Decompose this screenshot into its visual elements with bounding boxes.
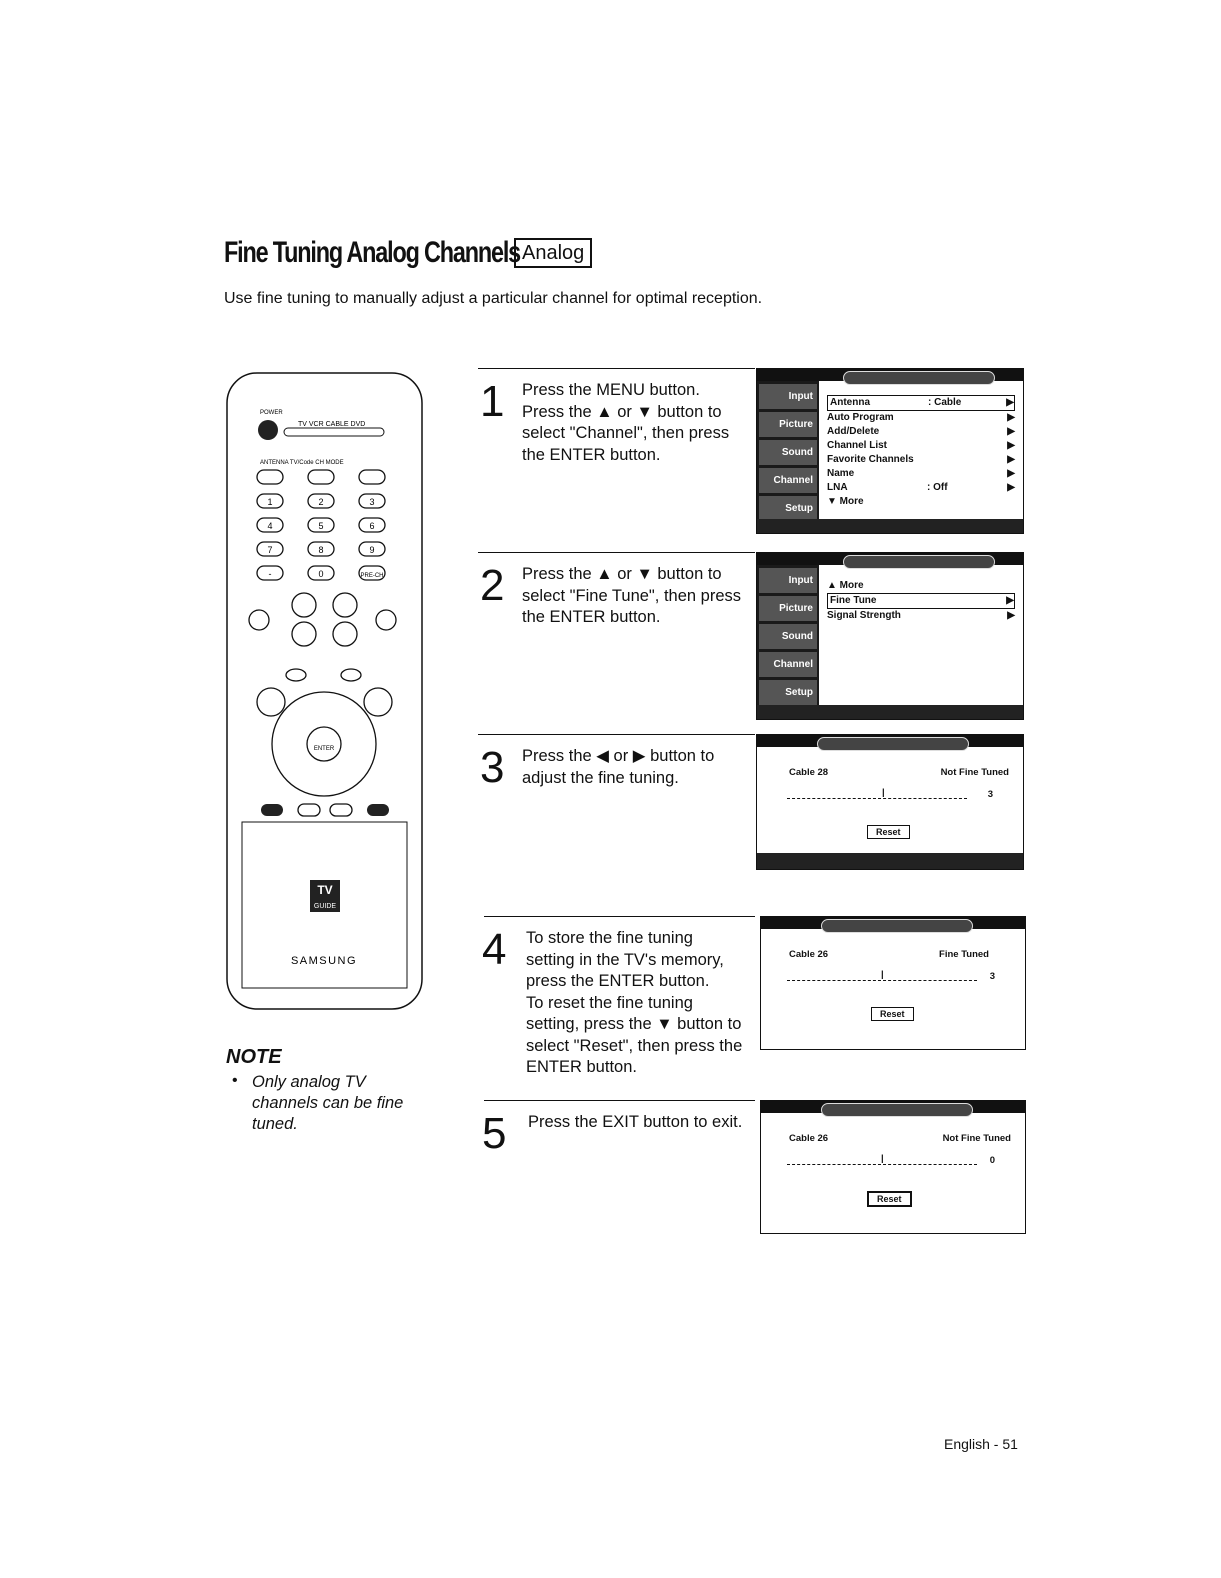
svg-text:3: 3 (369, 497, 374, 507)
step-number: 5 (482, 1109, 507, 1158)
svg-text:5: 5 (318, 521, 323, 531)
step-number: 3 (480, 743, 505, 792)
step-number: 2 (480, 561, 505, 610)
svg-text:0: 0 (318, 569, 323, 579)
step-number: 1 (480, 377, 505, 426)
step-divider (478, 734, 755, 735)
svg-text:PRE-CH: PRE-CH (360, 573, 383, 579)
step-text: Press the MENU button. Press the ▲ or ▼ … (522, 381, 730, 464)
step-divider (478, 368, 755, 369)
svg-text:7: 7 (267, 545, 272, 555)
page-title: Fine Tuning Analog Channels (224, 236, 521, 269)
fine-tune-screen-3: Cable 26 Not Fine Tuned | 0 Reset (760, 1100, 1026, 1234)
step-text: Press the ◀ or ▶ button to adjust the fi… (522, 747, 715, 787)
page-number: English - 51 (944, 1436, 1018, 1452)
note-text: Only analog TV channels can be fine tune… (252, 1073, 404, 1133)
step-text: Press the ▲ or ▼ button to select "Fine … (522, 565, 741, 626)
intro-text: Use fine tuning to manually adjust a par… (224, 290, 763, 307)
fine-tune-screen-1: Cable 28 Not Fine Tuned | 3 Reset (756, 734, 1024, 870)
fine-tune-screen-2: Cable 26 Fine Tuned | 3 Reset (760, 916, 1026, 1050)
svg-text:POWER: POWER (260, 410, 283, 416)
note-title: NOTE (226, 1046, 282, 1068)
step-divider (484, 916, 755, 917)
brand-label: SAMSUNG (291, 955, 357, 967)
svg-text:TV: TV (317, 883, 332, 897)
step-divider (478, 552, 755, 553)
svg-text:GUIDE: GUIDE (314, 903, 337, 910)
step-divider (484, 1100, 755, 1101)
svg-text:4: 4 (267, 521, 272, 531)
svg-text:1: 1 (267, 497, 272, 507)
power-button (258, 420, 278, 440)
note-bullet: • (232, 1072, 238, 1089)
svg-text:9: 9 (369, 545, 374, 555)
step-text: Press the EXIT button to exit. (528, 1113, 743, 1131)
step-number: 4 (482, 925, 507, 974)
svg-text:-: - (269, 569, 272, 579)
svg-text:6: 6 (369, 521, 374, 531)
svg-text:8: 8 (318, 545, 323, 555)
remote-control-illustration: POWER TV VCR CABLE DVD ANTENNA TV/Code C… (226, 372, 423, 1010)
svg-text:ANTENNA TV/Code CH MODE: ANTENNA TV/Code CH MODE (260, 460, 344, 466)
step-text: To store the fine tuning setting in the … (526, 929, 743, 1076)
svg-text:ENTER: ENTER (314, 746, 335, 752)
svg-text:TV VCR CABLE DVD: TV VCR CABLE DVD (298, 421, 365, 428)
svg-text:2: 2 (318, 497, 323, 507)
analog-badge: Analog (514, 238, 593, 268)
